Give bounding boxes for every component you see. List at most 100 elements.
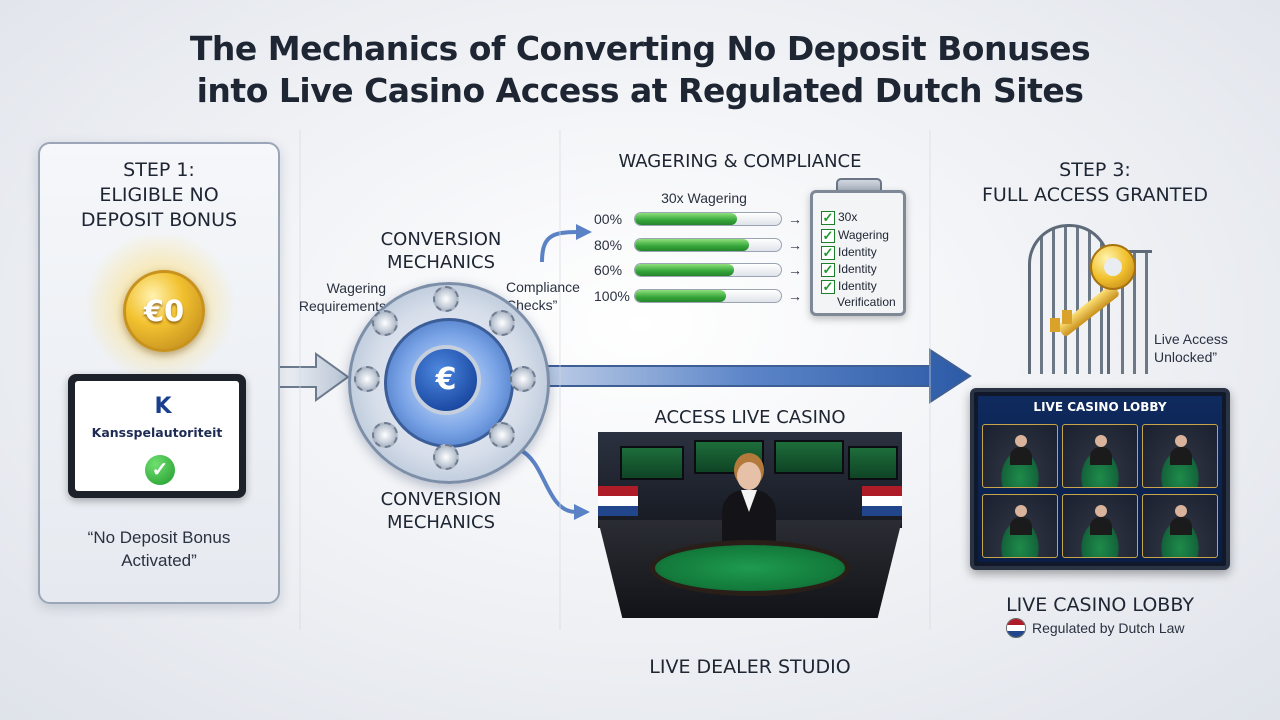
arrow-gear-to-lobby	[519, 348, 972, 404]
step1-heading-line-2: ELIGIBLE NO	[99, 184, 219, 206]
conversion-top-line-1: CONVERSION	[380, 229, 502, 250]
step3-heading: STEP 3: FULL ACCESS GRANTED	[960, 158, 1230, 208]
lobby-screen-title: LIVE CASINO LOBBY	[1033, 400, 1167, 414]
key-hole	[1104, 258, 1122, 276]
live-table-tile[interactable]	[1062, 424, 1138, 488]
live-access-line-2: Unlocked”	[1154, 349, 1218, 365]
progress-track	[634, 263, 782, 277]
progress-fill	[635, 239, 749, 251]
progress-track	[634, 289, 782, 303]
arrow-right-icon: →	[788, 262, 802, 278]
flag-red-stripe	[598, 486, 638, 496]
dealer-body	[1170, 517, 1192, 535]
progress-label: 80%	[594, 237, 623, 253]
flag-red-stripe	[1007, 619, 1025, 625]
checkbox-checked-icon: ✓	[821, 228, 835, 243]
title-line-1: The Mechanics of Converting No Deposit B…	[189, 29, 1091, 68]
dealer-avatar	[1095, 505, 1107, 517]
studio-wall	[598, 432, 902, 528]
live-table-tile[interactable]	[1142, 494, 1218, 558]
live-access-caption: Live Access Unlocked”	[1154, 330, 1264, 366]
lobby-screen-frame: LIVE CASINO LOBBY	[970, 388, 1230, 570]
conversion-bottom-line-1: CONVERSION	[380, 489, 502, 510]
key-tooth	[1050, 318, 1060, 332]
dealer-body	[1170, 447, 1192, 465]
blackjack-table	[650, 540, 850, 596]
dealer-body	[1010, 447, 1032, 465]
studio-monitor	[694, 440, 764, 474]
checkbox-checked-icon: ✓	[821, 245, 835, 260]
studio-monitor	[848, 446, 898, 480]
progress-row: 100% →	[594, 286, 804, 306]
live-table-tile[interactable]	[982, 494, 1058, 558]
flag-white-stripe	[598, 496, 638, 506]
dealer-avatar	[1015, 435, 1027, 447]
key-tooth	[1062, 310, 1072, 324]
live-table-tile[interactable]	[1142, 424, 1218, 488]
flag-white-stripe	[862, 496, 902, 506]
checklist-item: ✓Identity	[821, 278, 877, 294]
dealer-avatar	[1095, 435, 1107, 447]
dealer-body	[1090, 517, 1112, 535]
tablet-screen: K Kansspelautoriteit ✓	[75, 381, 239, 491]
compliance-line-1: Compliance	[506, 279, 580, 295]
regulator-name: Kansspelautoriteit	[91, 425, 223, 440]
clipboard-icon: ✓30x ✓Wagering ✓Identity ✓Identity ✓Iden…	[810, 190, 906, 316]
flag-blue-stripe	[1007, 631, 1025, 637]
step1-heading-line-1: STEP 1:	[123, 159, 195, 181]
checklist-item: ✓Wagering	[821, 227, 889, 243]
gear-icon	[372, 310, 398, 336]
euro-coin-icon: €0	[123, 270, 205, 352]
gear-icon	[489, 422, 515, 448]
progress-track	[634, 212, 782, 226]
conversion-bottom-line-2: MECHANICS	[386, 512, 496, 533]
checkbox-checked-icon: ✓	[821, 262, 835, 277]
live-casino-heading: ACCESS LIVE CASINO	[654, 407, 846, 428]
dealer-body	[1090, 447, 1112, 465]
live-access-line-1: Live Access	[1154, 331, 1228, 347]
green-check-icon: ✓	[145, 455, 175, 485]
step1-heading: STEP 1: ELIGIBLE NO DEPOSIT BONUS	[48, 158, 270, 233]
progress-fill	[635, 264, 735, 276]
progress-label: 00%	[594, 211, 623, 227]
checklist-item: ✓30x	[821, 209, 857, 225]
step3-heading-line-2: FULL ACCESS GRANTED	[981, 184, 1208, 206]
arrow-right-icon: →	[788, 237, 802, 253]
progress-track	[634, 238, 782, 252]
conversion-top-line-2: MECHANICS	[386, 252, 496, 273]
lobby-caption: LIVE CASINO LOBBY	[1006, 594, 1194, 616]
dealer-body	[1010, 517, 1032, 535]
bonus-activated-caption: “No Deposit Bonus Activated”	[48, 526, 270, 572]
dealer-avatar	[1175, 435, 1187, 447]
gear-icon	[510, 366, 536, 392]
checklist-item: ✓Identity	[821, 261, 877, 277]
progress-label: 60%	[594, 262, 623, 278]
page-title: The Mechanics of Converting No Deposit B…	[0, 28, 1280, 112]
bonus-activated-line-2: Activated”	[121, 551, 197, 570]
checklist-item: ✓Identity	[821, 244, 877, 260]
live-table-tile[interactable]	[982, 424, 1058, 488]
ksa-logo-icon: K	[154, 394, 172, 419]
regulator-tablet: K Kansspelautoriteit ✓	[68, 374, 246, 498]
compliance-checks-label: Compliance Checks”	[506, 278, 586, 314]
wagering-subtitle: 30x Wagering	[661, 190, 747, 206]
gear-icon	[433, 444, 459, 470]
checklist-text: Wagering	[838, 228, 889, 242]
flag-blue-stripe	[862, 506, 902, 516]
gear-icon	[354, 366, 380, 392]
bonus-activated-line-1: “No Deposit Bonus	[87, 528, 231, 547]
checkbox-checked-icon: ✓	[821, 279, 835, 294]
checklist-text: 30x	[838, 210, 858, 224]
studio-caption: LIVE DEALER STUDIO	[649, 656, 851, 678]
dealer-avatar	[737, 462, 761, 490]
studio-monitor	[620, 446, 684, 480]
checkbox-checked-icon: ✓	[821, 210, 835, 225]
studio-monitor	[774, 440, 844, 474]
progress-fill	[635, 213, 738, 225]
checklist-text: Identity	[838, 279, 877, 293]
flag-red-stripe	[862, 486, 902, 496]
live-table-tile[interactable]	[1062, 494, 1138, 558]
conversion-label-bottom: CONVERSION MECHANICS	[346, 488, 536, 534]
checklist-item: Verification	[837, 294, 896, 310]
